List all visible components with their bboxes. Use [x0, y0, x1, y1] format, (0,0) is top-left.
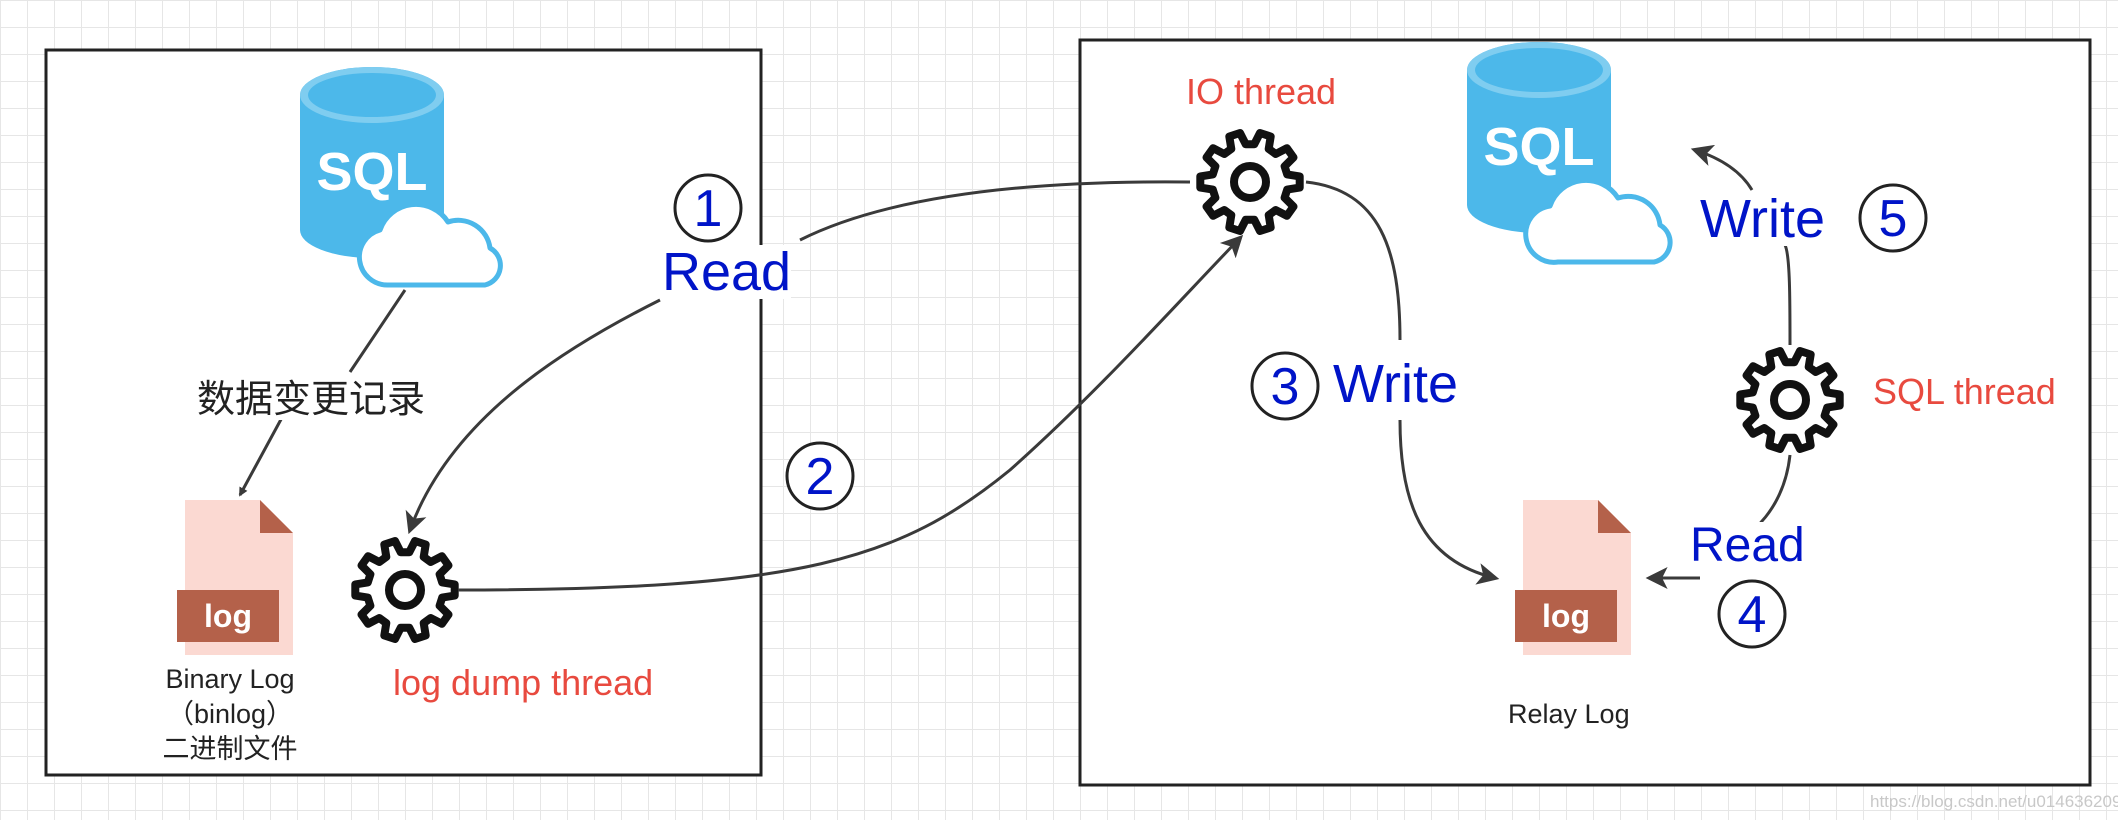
- slave-database-icon: SQL: [1467, 42, 1611, 233]
- step-1-number: 1: [694, 180, 723, 238]
- step-5-action: Write: [1700, 189, 1826, 249]
- step-3-action: Write: [1333, 354, 1459, 414]
- step-1-badge: 1: [673, 173, 743, 243]
- master-db-text: SQL: [316, 142, 427, 202]
- change-record-arrow: [240, 289, 407, 495]
- master-cloud-icon: [356, 201, 503, 288]
- step-5-badge: 5: [1858, 183, 1928, 253]
- step-3-badge: 3: [1250, 351, 1320, 421]
- step-3-number: 3: [1271, 358, 1300, 416]
- binlog-caption: Binary Log （binlog） 二进制文件: [130, 662, 330, 767]
- io-to-relay-arrow: [1305, 180, 1495, 578]
- io-thread-gear-icon: [1196, 129, 1304, 235]
- read-arrow: [410, 180, 1191, 530]
- step-4-action: Read: [1690, 519, 1805, 572]
- change-record-label: 数据变更记录: [197, 377, 426, 421]
- sql-write-arrow: [1695, 150, 1792, 346]
- step-2-badge: 2: [785, 441, 855, 511]
- sql-thread-label: SQL thread: [1873, 371, 2056, 412]
- step-5-number: 5: [1879, 190, 1908, 248]
- relay-log-file-text: log: [1542, 598, 1590, 634]
- binlog-caption-line-3: 二进制文件: [162, 734, 298, 765]
- relay-log-file-icon: log: [1515, 500, 1631, 655]
- binlog-file-text: log: [204, 598, 252, 634]
- binlog-caption-line-2: （binlog）: [166, 699, 294, 730]
- step-4-badge: 4: [1717, 579, 1787, 649]
- slave-cloud-icon: [1523, 177, 1673, 265]
- binlog-caption-line-1: Binary Log: [165, 664, 295, 694]
- dump-to-io-arrow: [457, 234, 1244, 592]
- step-4-number: 4: [1738, 586, 1767, 644]
- binlog-file-icon: log: [177, 500, 293, 655]
- log-dump-gear-icon: [351, 537, 459, 643]
- relay-log-caption: Relay Log: [1508, 699, 1630, 729]
- slave-db-text: SQL: [1483, 117, 1594, 177]
- step-2-number: 2: [806, 448, 835, 506]
- step-1-action: Read: [662, 242, 792, 302]
- io-thread-label: IO thread: [1186, 71, 1337, 112]
- sql-thread-gear-icon: [1736, 347, 1844, 453]
- watermark: https://blog.csdn.net/u014636209: [1870, 792, 2118, 811]
- log-dump-thread-label: log dump thread: [393, 662, 654, 703]
